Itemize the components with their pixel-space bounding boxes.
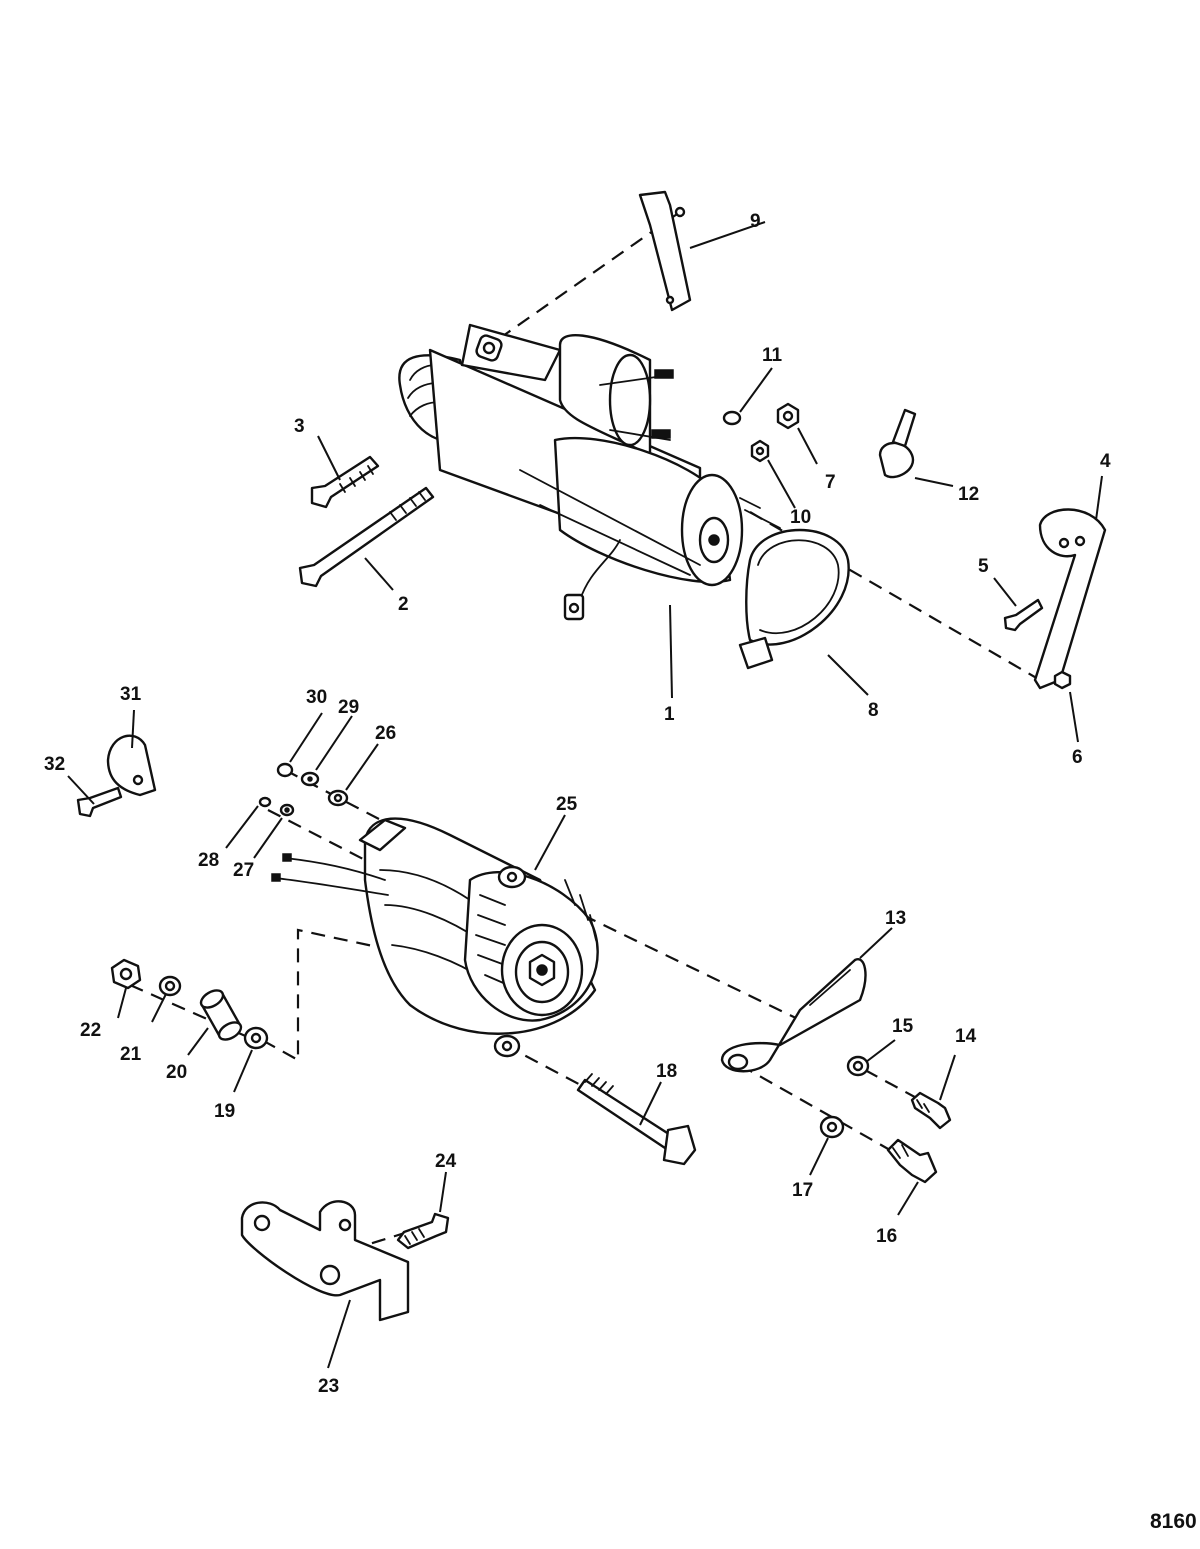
callout-11: 11 — [762, 345, 783, 366]
callout-19: 19 — [214, 1101, 235, 1122]
callout-17: 17 — [792, 1180, 813, 1201]
washer-11 — [722, 410, 742, 426]
bolt-24 — [396, 1212, 450, 1250]
callout-8: 8 — [868, 700, 879, 721]
callout-14: 14 — [955, 1026, 977, 1047]
callout-20: 20 — [166, 1062, 187, 1083]
callout-29: 29 — [338, 697, 359, 718]
callout-10: 10 — [790, 507, 811, 528]
screw-32 — [76, 786, 123, 818]
callout-12: 12 — [958, 484, 979, 505]
washer-17 — [819, 1115, 845, 1139]
callout-3: 3 — [294, 416, 305, 437]
callout-labels: 1 2 3 4 5 6 7 8 9 10 11 12 13 14 15 16 1… — [44, 211, 1197, 1533]
alternator — [271, 817, 599, 1058]
bolt-3 — [310, 455, 380, 509]
callout-13: 13 — [885, 908, 906, 929]
washer-19 — [243, 1026, 269, 1050]
spacer-20 — [199, 989, 243, 1041]
nut-28 — [258, 796, 272, 808]
callout-4: 4 — [1100, 451, 1111, 472]
adjusting-bracket-13 — [720, 958, 867, 1073]
clip-31 — [106, 734, 157, 797]
callout-21: 21 — [120, 1044, 142, 1065]
callout-25: 25 — [556, 794, 578, 815]
nut-7 — [776, 402, 800, 430]
washer-29 — [300, 771, 320, 787]
callout-16: 16 — [876, 1226, 897, 1247]
callout-1: 1 — [664, 704, 675, 725]
bolt-18 — [576, 1073, 697, 1166]
callout-24: 24 — [435, 1151, 457, 1172]
starter-motor — [398, 323, 781, 621]
boot-12 — [878, 408, 917, 479]
callout-9: 9 — [750, 211, 761, 232]
washer-21 — [158, 975, 182, 997]
callout-28: 28 — [198, 850, 219, 871]
callout-30: 30 — [306, 687, 327, 708]
screw-5 — [1003, 598, 1044, 632]
callout-2: 2 — [398, 594, 409, 615]
washer-26 — [327, 789, 349, 807]
nut-22 — [110, 958, 142, 990]
washer-15 — [846, 1055, 870, 1077]
nut-30 — [276, 762, 294, 778]
callout-26: 26 — [375, 723, 396, 744]
callout-5: 5 — [978, 556, 989, 577]
callout-6: 6 — [1072, 747, 1083, 768]
callout-27: 27 — [233, 860, 254, 881]
bracket-4 — [1033, 508, 1107, 690]
callout-32: 32 — [44, 754, 65, 775]
clamp-band-8 — [738, 528, 850, 670]
callout-22: 22 — [80, 1020, 101, 1041]
leader-lines — [67, 221, 1103, 1369]
callout-15: 15 — [892, 1016, 914, 1037]
callout-23: 23 — [318, 1376, 339, 1397]
strap-9 — [638, 190, 692, 312]
mounting-bracket-23 — [240, 1200, 410, 1322]
figure-number: 8160 — [1150, 1510, 1197, 1533]
washer-27 — [279, 803, 295, 817]
callout-7: 7 — [825, 472, 836, 493]
callout-31: 31 — [120, 684, 142, 705]
nut-6 — [1053, 670, 1072, 690]
nut-10 — [750, 439, 770, 463]
bolt-14 — [910, 1091, 952, 1130]
bolt-16 — [886, 1138, 938, 1184]
callout-18: 18 — [656, 1061, 677, 1082]
bolt-2 — [298, 486, 435, 588]
